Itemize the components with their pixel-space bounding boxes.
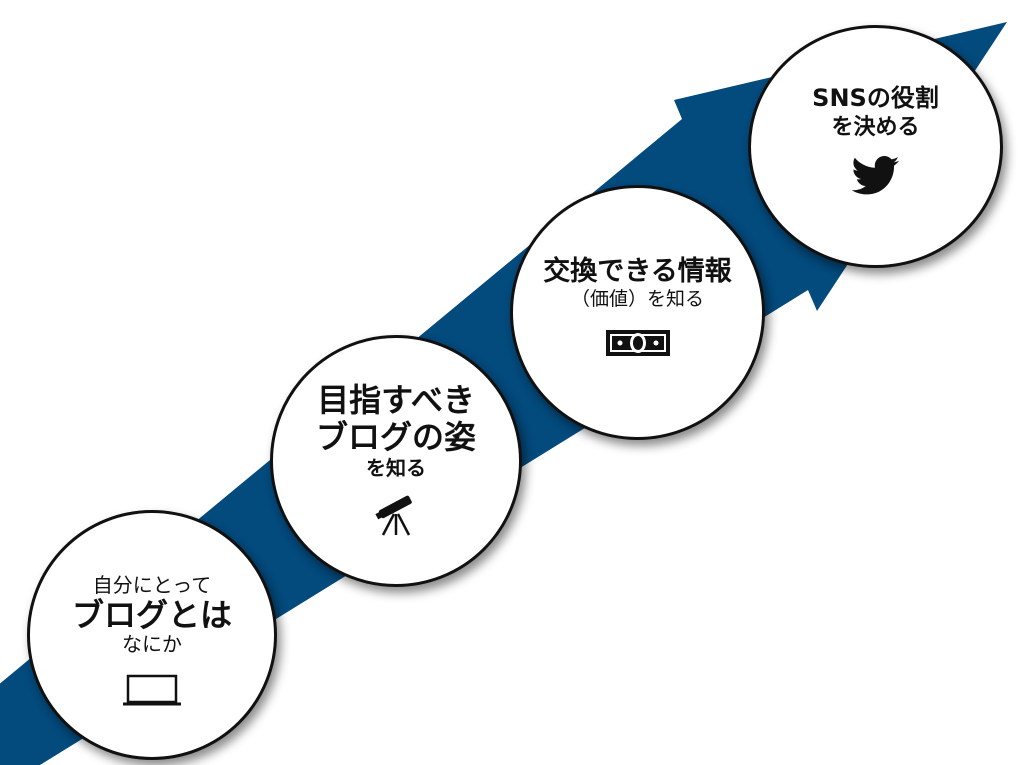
laptop-icon (123, 674, 181, 710)
telescope-icon (374, 492, 418, 540)
step-2-circle: 目指すべき ブログの姿 を知る (270, 335, 522, 587)
step-4-line-1: SNSの役割 (812, 84, 939, 113)
step-1-circle: 自分にとって ブログとは なにか (27, 510, 277, 760)
step-1-line-1: 自分にとって (92, 572, 212, 597)
step-2-line-1: 目指すべき (317, 380, 475, 419)
step-1-line-3: なにか (122, 632, 182, 657)
step-2-line-3: を知る (366, 456, 426, 481)
step-1-line-2: ブログとは (71, 595, 232, 634)
twitter-bird-icon (850, 155, 900, 200)
step-3-line-2: （価値）を知る (570, 288, 704, 311)
step-4-line-2: を決める (831, 114, 920, 140)
step-3-line-1: 交換できる情報 (543, 256, 732, 288)
money-icon (605, 329, 671, 361)
step-2-line-2: ブログの姿 (315, 417, 476, 456)
step-3-circle: 交換できる情報 （価値）を知る (510, 185, 765, 440)
step-4-circle: SNSの役割 を決める (748, 25, 1003, 268)
